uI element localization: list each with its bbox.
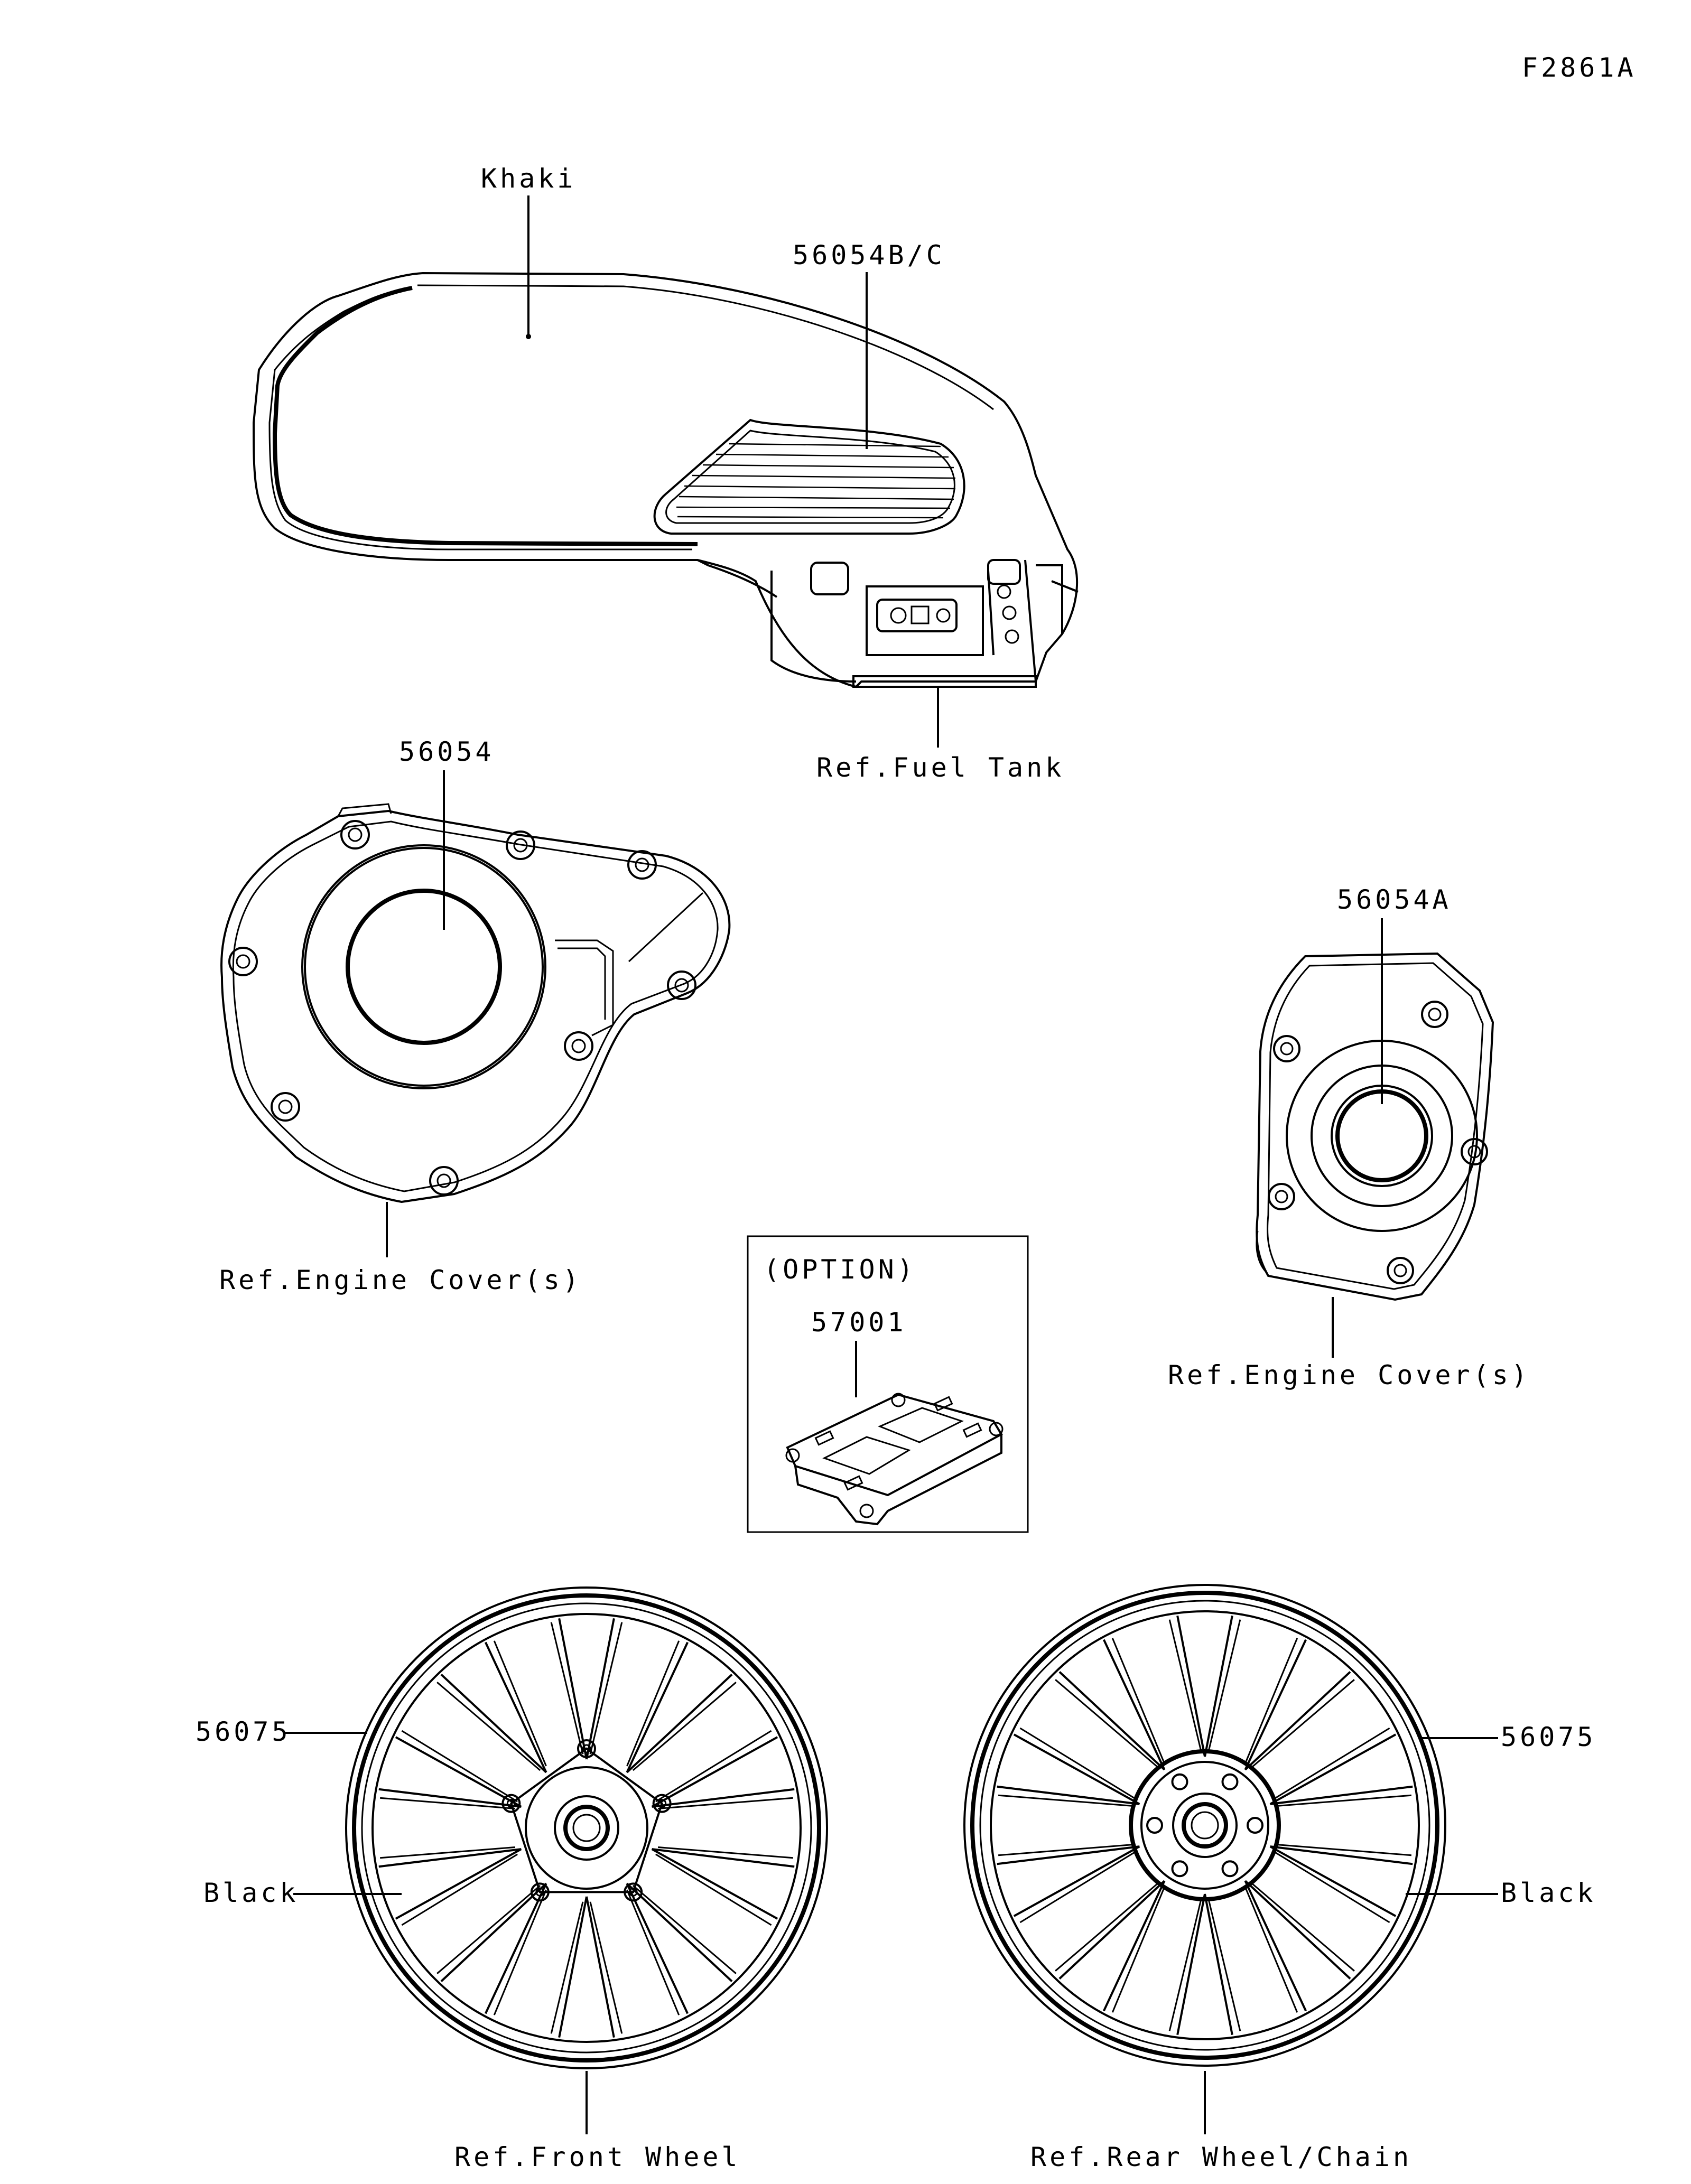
- khaki-leader-dot: [526, 334, 531, 339]
- ref-rear-wheel-label: Ref.Rear Wheel/Chain: [1030, 2142, 1412, 2172]
- option-part-drawing: [785, 1393, 1004, 1526]
- fuel-tank-drawing: [252, 272, 1079, 688]
- front-wheel-color-label: Black: [203, 1878, 299, 1908]
- ref-engine-cover-left-label: Ref.Engine Cover(s): [219, 1265, 582, 1295]
- right-engine-cover-drawing: [1256, 952, 1494, 1301]
- ref-front-wheel-label: Ref.Front Wheel: [454, 2142, 741, 2172]
- option-title: (OPTION): [764, 1254, 916, 1285]
- front-wheel-part-label: 56075: [196, 1716, 291, 1747]
- ref-fuel-tank-label: Ref.Fuel Tank: [816, 752, 1064, 783]
- khaki-label: Khaki: [481, 163, 577, 194]
- rear-wheel-part-label: 56075: [1501, 1722, 1596, 1752]
- left-cover-part-label: 56054: [399, 736, 495, 767]
- rear-wheel-color-label: Black: [1501, 1878, 1596, 1908]
- left-engine-cover-drawing: [220, 803, 731, 1203]
- front-wheel-drawing: [345, 1586, 828, 2069]
- figure-id: F2861A: [1522, 52, 1637, 83]
- ref-engine-cover-right-label: Ref.Engine Cover(s): [1168, 1360, 1530, 1390]
- rear-wheel-drawing: [963, 1584, 1446, 2067]
- right-cover-part-label: 56054A: [1337, 884, 1452, 915]
- option-part-label: 57001: [811, 1307, 907, 1338]
- tank-decal-label: 56054B/C: [793, 240, 945, 270]
- option-box: [747, 1235, 1029, 1533]
